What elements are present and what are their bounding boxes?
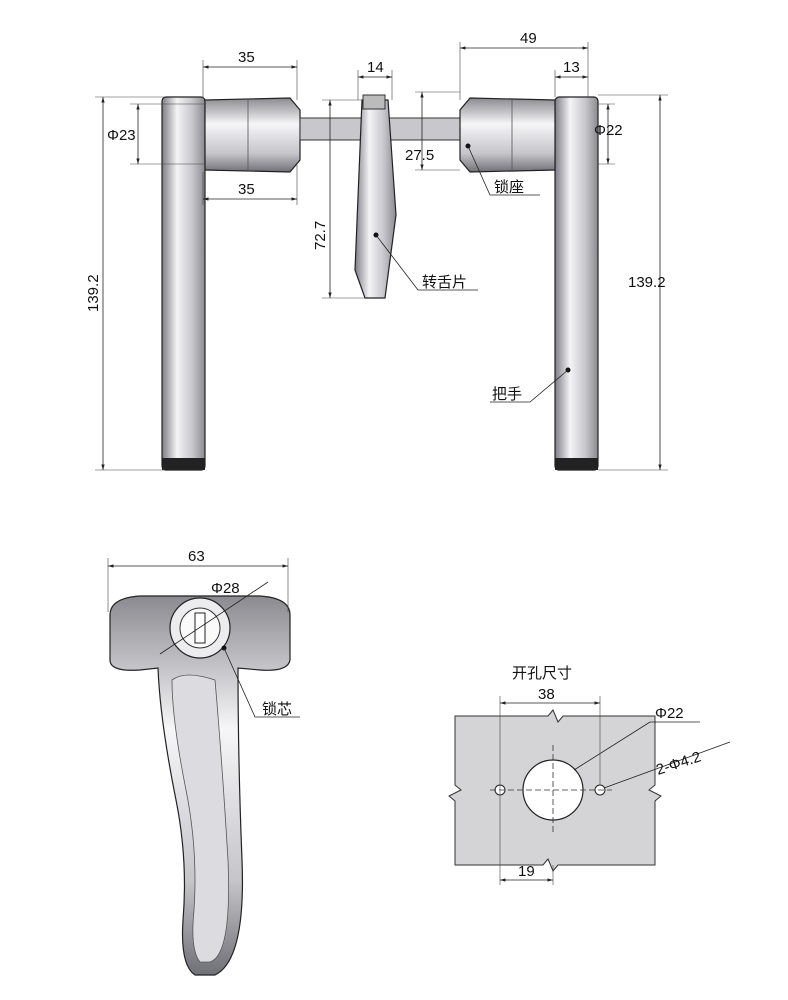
svg-text:63: 63 [188,548,205,565]
svg-text:14: 14 [367,59,384,76]
top-view-handle [109,581,291,976]
svg-text:139.2: 139.2 [628,274,666,291]
svg-text:开孔尺寸: 开孔尺寸 [512,665,572,682]
svg-text:13: 13 [563,59,580,76]
cutout-diagram: 开孔尺寸 38 19 Φ22 2-Φ4.2 [448,665,731,885]
svg-text:锁芯: 锁芯 [262,701,292,718]
left-handle [161,96,301,471]
svg-text:转舌片: 转舌片 [422,274,467,291]
front-labels: 锁座 转舌片 把手 [373,143,571,403]
right-handle [459,96,599,471]
svg-text:49: 49 [520,30,537,47]
top-view-dimensions: 63 Φ28 锁芯 [107,548,300,718]
svg-text:Φ23: Φ23 [107,127,136,144]
svg-text:35: 35 [238,49,255,66]
svg-text:2-Φ4.2: 2-Φ4.2 [654,748,703,778]
tongue [354,94,397,299]
svg-text:Φ22: Φ22 [594,122,623,139]
svg-text:72.7: 72.7 [312,221,329,250]
svg-text:38: 38 [538,686,555,703]
svg-text:把手: 把手 [492,386,522,403]
svg-text:35: 35 [238,181,255,198]
svg-text:27.5: 27.5 [405,147,434,164]
svg-text:锁座: 锁座 [494,179,524,196]
front-dimensions: 35 14 49 13 Φ23 35 27.5 Φ22 72.7 139.2 1… [85,30,668,471]
svg-text:Φ22: Φ22 [655,705,684,722]
svg-text:19: 19 [518,863,535,880]
svg-text:Φ28: Φ28 [211,580,240,597]
svg-text:139.2: 139.2 [85,274,102,312]
